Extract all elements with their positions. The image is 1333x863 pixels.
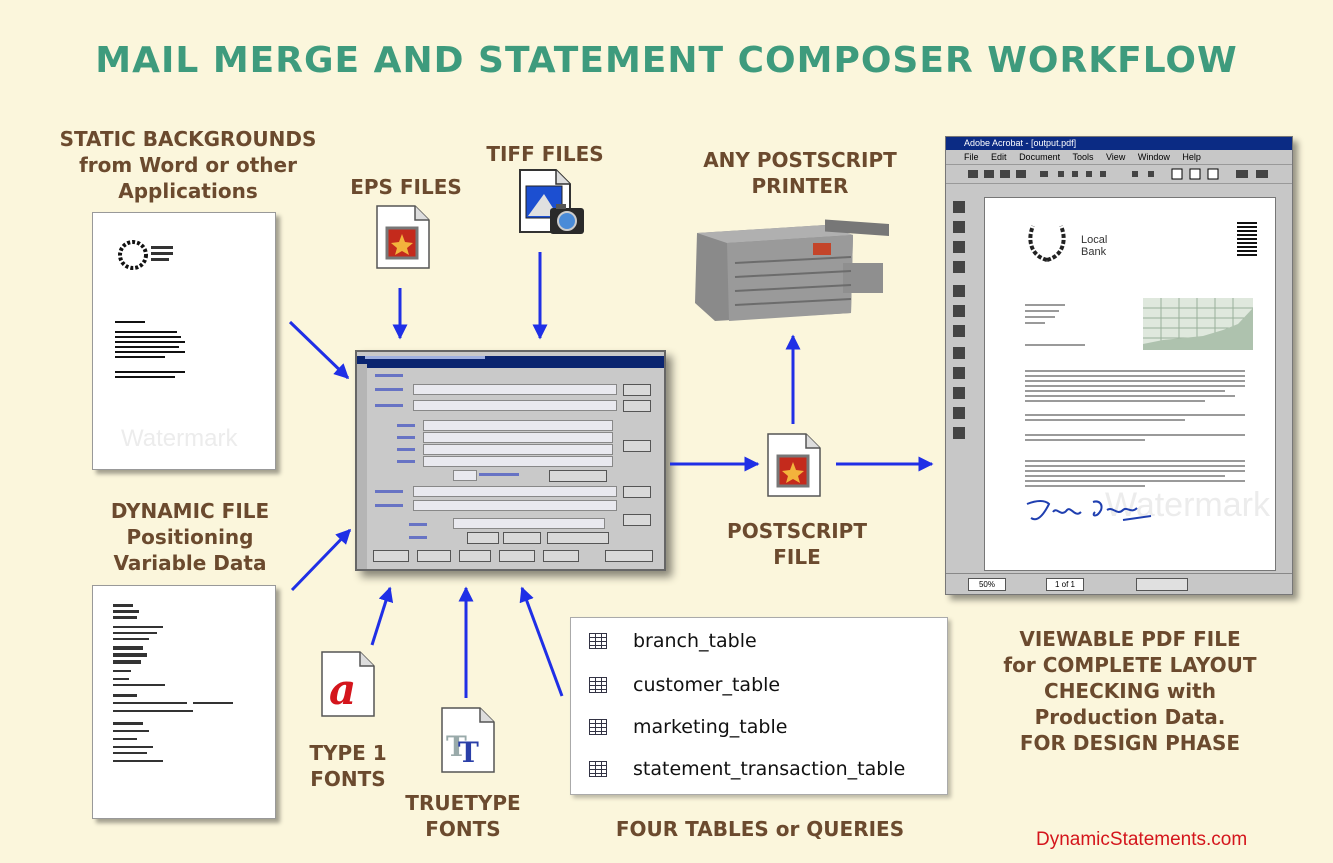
build-button[interactable]: [623, 440, 651, 452]
graphics-button[interactable]: [499, 550, 535, 562]
acrobat-titlebar: Adobe Acrobat - [output.pdf]: [946, 137, 1292, 150]
menu-tools[interactable]: Tools: [1072, 152, 1094, 162]
dynamic-file-field[interactable]: [413, 400, 617, 411]
signature: [1026, 500, 1152, 521]
menu-help[interactable]: Help: [1182, 152, 1201, 162]
menu-file[interactable]: File: [964, 152, 979, 162]
svg-text:T: T: [458, 736, 479, 769]
truetype-font-icon: T T: [441, 707, 495, 773]
browse-button-2[interactable]: [623, 400, 651, 412]
table-1-select[interactable]: [423, 420, 613, 431]
arrow-tables-to-composer: [519, 586, 564, 697]
job-description-field[interactable]: [413, 500, 617, 511]
layout-button[interactable]: [543, 550, 579, 562]
browse-button[interactable]: [623, 384, 651, 396]
printer-icon: [695, 219, 889, 321]
preview-button[interactable]: [503, 532, 541, 544]
list-item[interactable]: customer_table: [589, 672, 780, 698]
bank-logo-wreath: [1028, 225, 1066, 262]
postscript-file-icon: [767, 433, 821, 497]
svg-text:a: a: [329, 665, 356, 714]
table-icon: [589, 761, 607, 777]
diagram-title: MAIL MERGE AND STATEMENT COMPOSER WORKFL…: [95, 40, 1238, 81]
table-4-select[interactable]: [423, 456, 613, 467]
acrobat-tool-palette: [953, 201, 965, 439]
dynamic-page-content: [113, 604, 233, 762]
arrow-type1-to-composer: [370, 586, 394, 646]
table-2-select[interactable]: [423, 432, 613, 443]
acrobat-window: Adobe Acrobat - [output.pdf] File Edit D…: [945, 136, 1293, 595]
composer-titlebar: [357, 356, 664, 368]
acrobat-statusbar: 50% 1 of 1: [946, 573, 1292, 594]
acrobat-menubar: File Edit Document Tools View Window Hel…: [946, 150, 1292, 164]
tables-list: branch_table customer_table marketing_ta…: [570, 617, 948, 795]
record-count-field[interactable]: [453, 470, 477, 481]
list-item[interactable]: statement_transaction_table: [589, 756, 905, 782]
fonts-button[interactable]: [459, 550, 491, 562]
options-button[interactable]: [373, 550, 409, 562]
acrobat-toolbar: [946, 164, 1292, 184]
static-page-watermark: Watermark: [121, 425, 238, 452]
menu-window[interactable]: Window: [1137, 152, 1170, 162]
static-background-page: Watermark: [92, 212, 276, 470]
print-button[interactable]: [467, 532, 499, 544]
brand-footer[interactable]: DynamicStatements.com: [1036, 829, 1248, 850]
update-fonts-button[interactable]: [547, 532, 609, 544]
menu-view[interactable]: View: [1105, 152, 1126, 162]
pdf-embedded-chart: [1143, 298, 1253, 350]
label-four-tables: FOUR TABLES or QUERIES: [615, 817, 905, 841]
menu-document[interactable]: Document: [1019, 152, 1061, 162]
menu-edit[interactable]: Edit: [991, 152, 1007, 162]
table-3-select[interactable]: [423, 444, 613, 455]
eps-file-icon: [376, 205, 430, 269]
zoom-field[interactable]: 50%: [968, 578, 1006, 591]
label-eps-files: EPS FILES: [350, 175, 462, 199]
statement-composer-window: [355, 350, 666, 571]
destination-file-field[interactable]: [413, 486, 617, 497]
printer-select[interactable]: [453, 518, 605, 529]
table-icon: [589, 677, 607, 693]
page-counter[interactable]: 1 of 1: [1046, 578, 1084, 591]
table-icon: [589, 719, 607, 735]
dynamic-file-page: [92, 585, 276, 819]
label-tiff-files: TIFF FILES: [486, 142, 604, 166]
table-icon: [589, 633, 607, 649]
browse-button-3[interactable]: [623, 486, 651, 498]
arrow-dynamic-to-composer: [290, 528, 352, 592]
update-tables-button[interactable]: [549, 470, 607, 482]
toolbar-icons: [968, 168, 1268, 180]
page-size-field: [1136, 578, 1188, 591]
barcode: [1237, 222, 1257, 256]
project-button[interactable]: [417, 550, 451, 562]
tiff-file-icon: [519, 169, 584, 234]
list-item[interactable]: marketing_table: [589, 714, 787, 740]
static-file-field[interactable]: [413, 384, 617, 395]
svg-text:T: T: [446, 730, 467, 763]
type1-font-icon: a: [321, 651, 375, 717]
list-item[interactable]: branch_table: [589, 628, 757, 654]
static-page-content: [115, 240, 185, 378]
exit-button[interactable]: [623, 514, 651, 526]
compose-button[interactable]: [605, 550, 653, 562]
arrow-static-to-composer: [288, 320, 350, 380]
